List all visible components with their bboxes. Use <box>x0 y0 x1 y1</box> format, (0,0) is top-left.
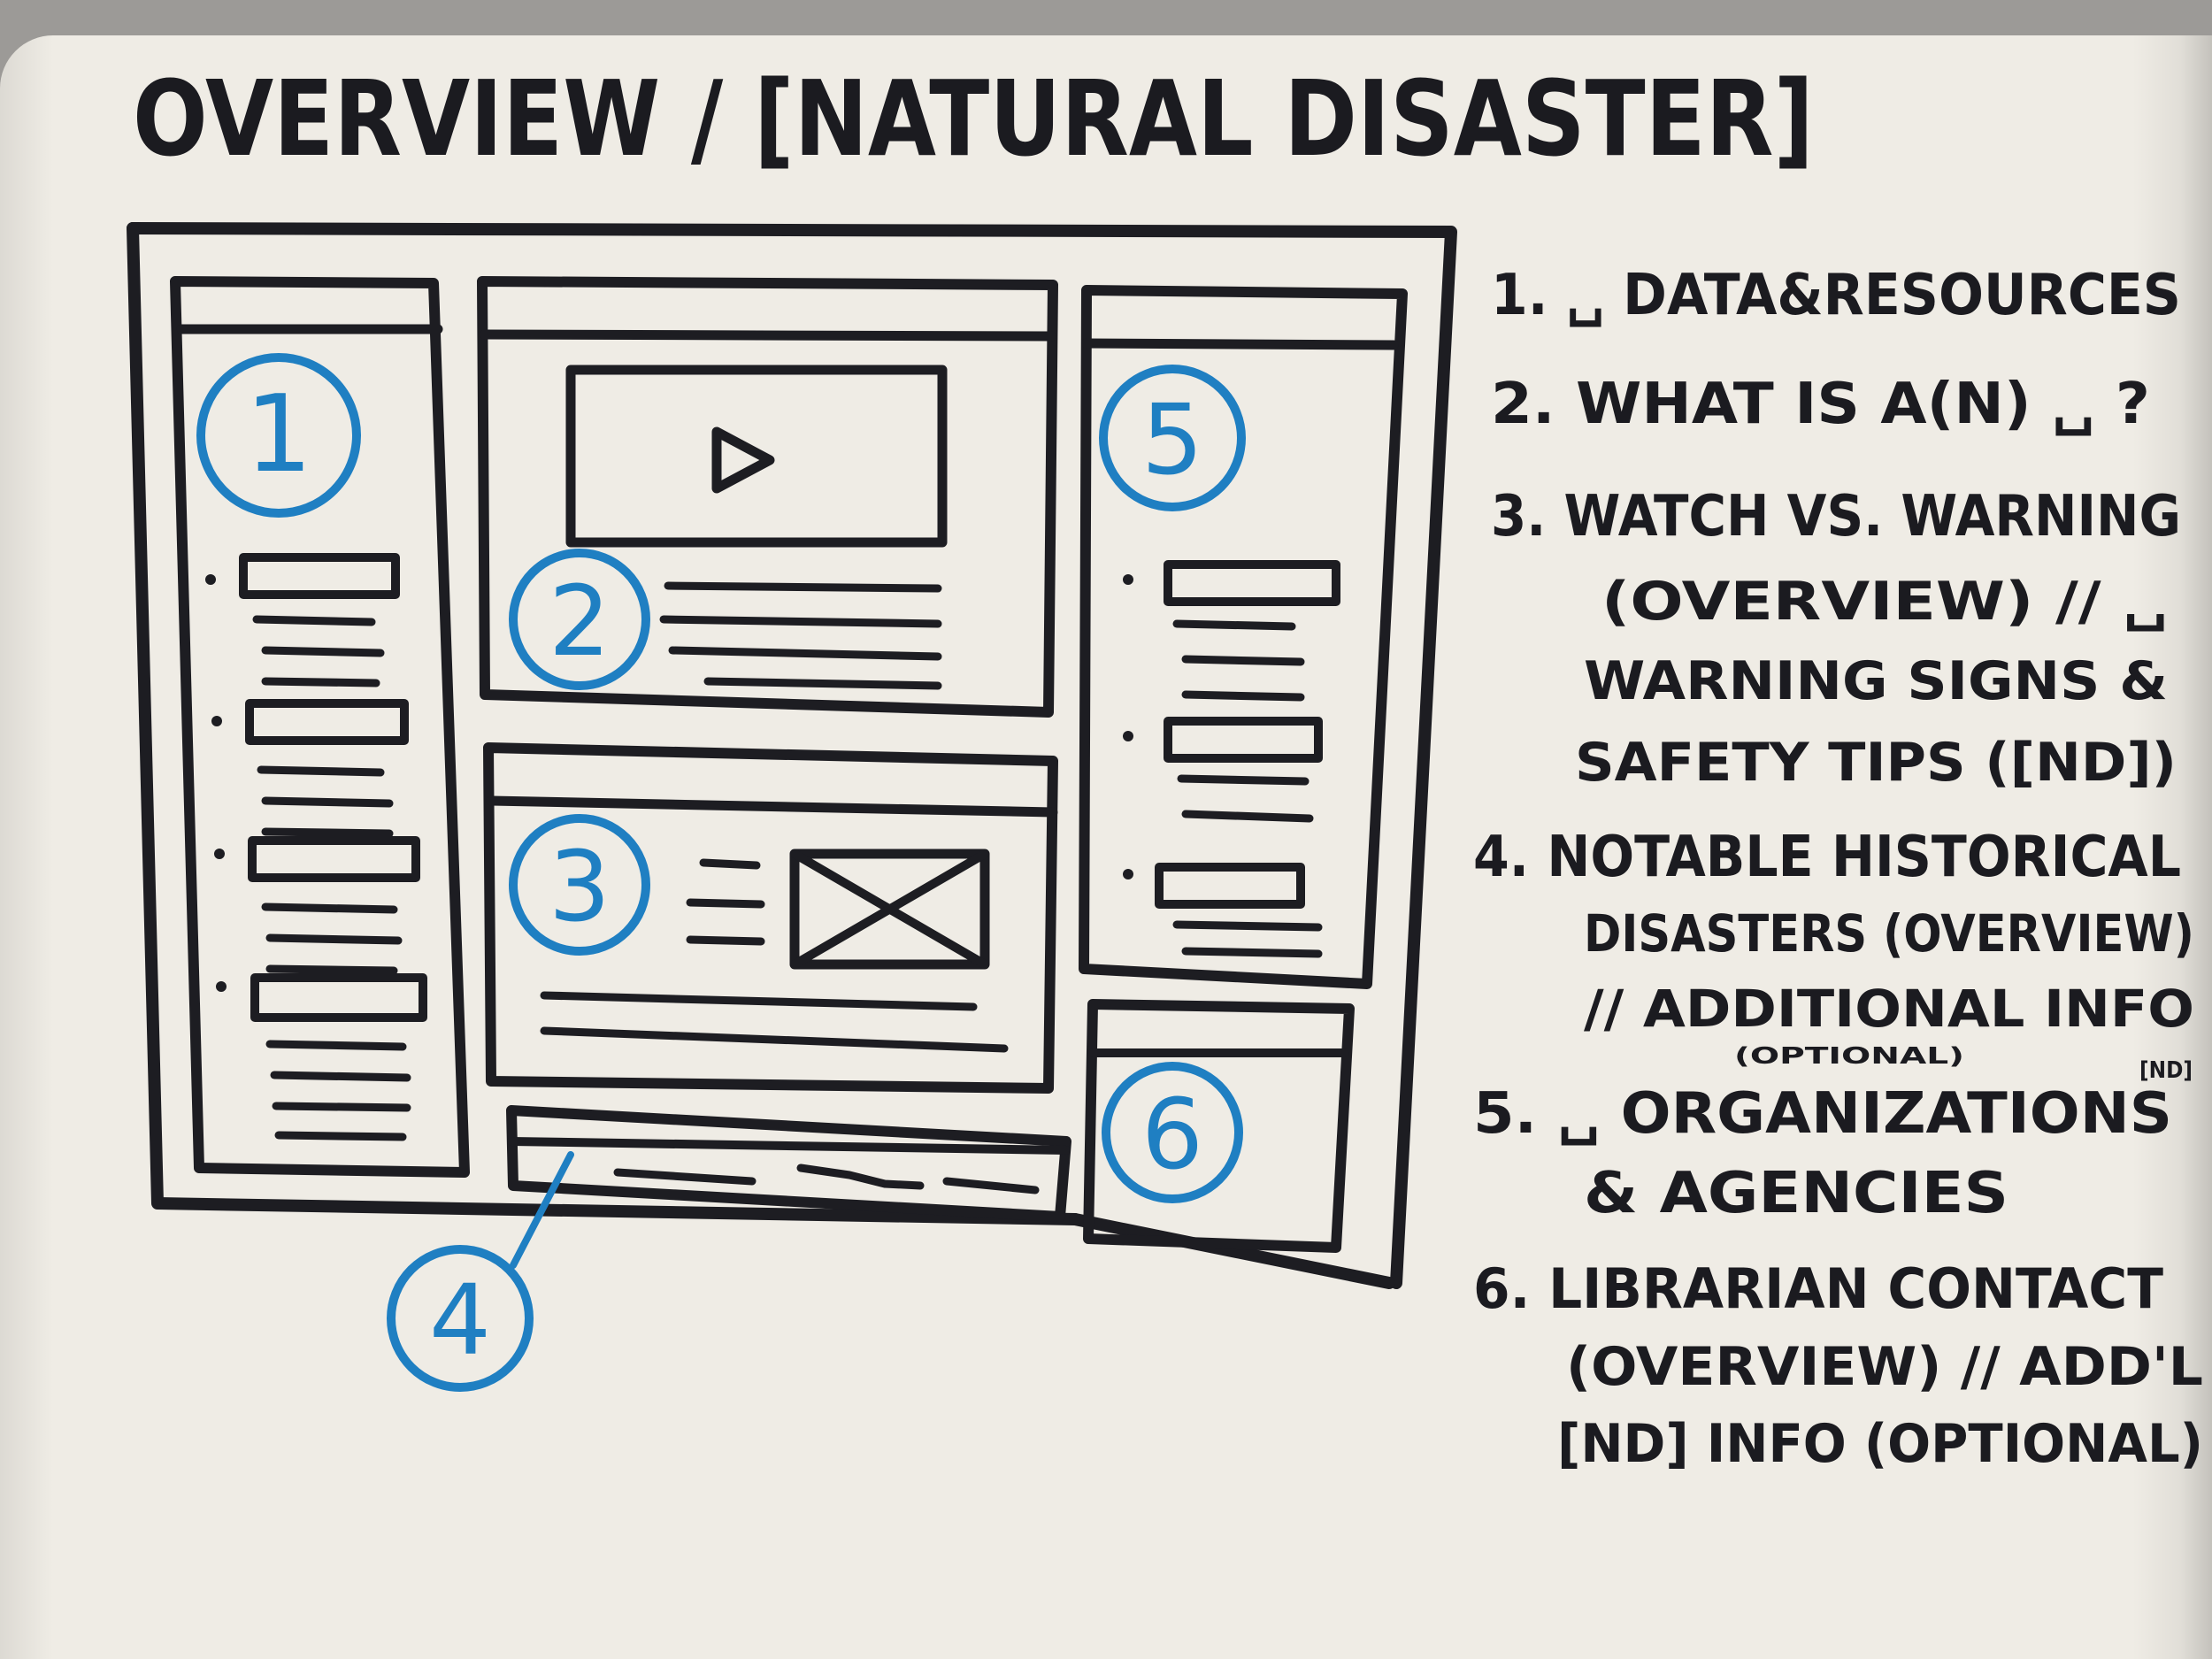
bullet-item <box>216 973 427 1141</box>
callout-3-label: 3 <box>549 830 611 943</box>
bullet-item <box>1123 863 1323 958</box>
legend-item-1: 1. ␣ DATA&RESOURCES <box>1491 263 2181 328</box>
notebook-page <box>0 35 2212 1659</box>
callout-6 <box>1102 1062 1243 1203</box>
legend-item-6-line-1: 6. LIBRARIAN CONTACT <box>1473 1256 2163 1321</box>
video-player[interactable] <box>565 365 948 548</box>
legend-item-3-line-4: SAFETY TIPS ([ND]) <box>1575 732 2177 794</box>
panel-what-is: 2 <box>477 276 1058 718</box>
bullet-item <box>1123 560 1340 702</box>
callout-6-label: 6 <box>1141 1078 1203 1191</box>
bullet-item <box>211 699 409 838</box>
legend-item-3-line-1: 3. WATCH VS. WARNING <box>1491 484 2181 549</box>
panel-historical-disasters: 4 <box>387 1105 1071 1392</box>
legend-item-3-line-2: (OVERVIEW) // ␣ <box>1601 571 2168 633</box>
bullet-item <box>205 553 400 687</box>
callout-1 <box>196 353 361 518</box>
legend-item-3-line-3: WARNING SIGNS & <box>1584 650 2168 712</box>
page-title: OVERVIEW / [NATURAL DISASTER] <box>133 58 1814 180</box>
page-edge-shadow <box>0 35 53 1659</box>
callout-1-label: 1 <box>245 373 312 496</box>
legend-item-4-line-3: // ADDITIONAL INFO <box>1584 979 2194 1039</box>
bullet-item <box>214 836 420 975</box>
legend-item-6-line-2: (OVERVIEW) // ADD'L <box>1566 1336 2203 1398</box>
play-icon[interactable] <box>711 426 775 494</box>
legend-item-4-note-optional: (OPTIONAL) <box>1734 1043 1964 1070</box>
callout-4 <box>387 1245 534 1392</box>
callout-2 <box>509 549 650 690</box>
panel-organizations: 5 <box>1079 285 1408 989</box>
legend-item-5-line-1: 5. ␣ ORGANIZATIONS <box>1473 1081 2172 1147</box>
outer-page-frame <box>127 222 1457 1289</box>
callout-5 <box>1099 365 1246 511</box>
callout-5-label: 5 <box>1141 383 1203 496</box>
legend: 1. ␣ DATA&RESOURCES 2. WHAT IS A(N) ␣ ? … <box>1473 263 2203 1475</box>
bullet-item <box>1123 717 1323 823</box>
legend-item-4-line-2: DISASTERS (OVERVIEW) <box>1584 903 2194 964</box>
legend-item-5-line-2: & AGENCIES <box>1584 1161 2008 1226</box>
legend-item-4-line-1: 4. NOTABLE HISTORICAL <box>1473 825 2181 890</box>
panel-data-resources: 1 <box>170 276 470 1178</box>
legend-item-4-note-nd: [ND] <box>2139 1057 2193 1084</box>
legend-item-2: 2. WHAT IS A(N) ␣ ? <box>1491 372 2150 437</box>
image-placeholder-icon <box>789 849 990 970</box>
callout-2-label: 2 <box>549 565 611 678</box>
callout-4-label: 4 <box>429 1263 491 1377</box>
panel-librarian-contact: 6 <box>1083 999 1355 1253</box>
legend-item-6-line-3: [ND] INFO (OPTIONAL) <box>1557 1413 2203 1475</box>
page-binding-shadow <box>2132 35 2212 1659</box>
panel-watch-warning: 3 <box>483 742 1058 1094</box>
callout-3 <box>509 814 650 956</box>
